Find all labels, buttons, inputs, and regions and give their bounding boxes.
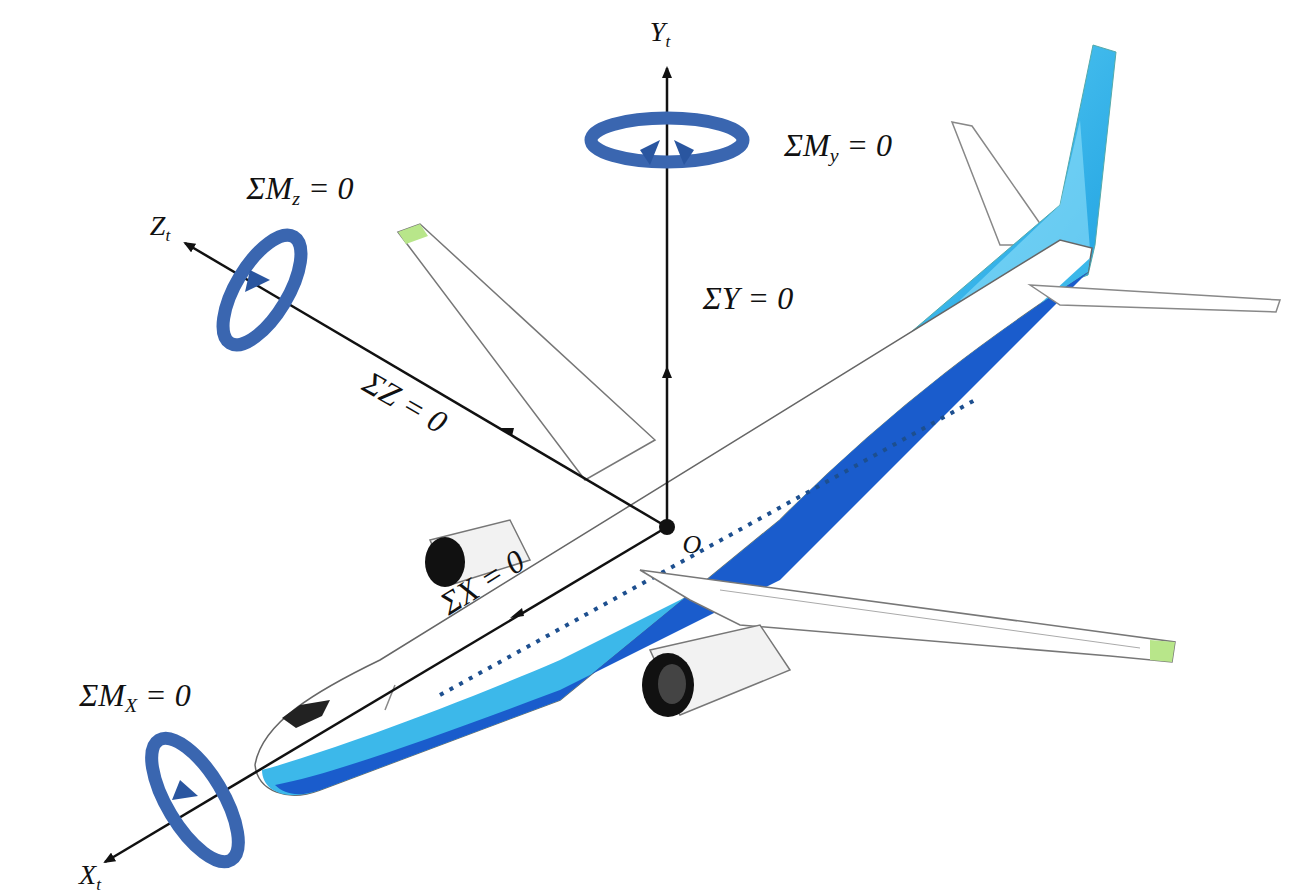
label-part: ΣM	[79, 677, 125, 713]
axis-label: ΣMy = 0	[784, 129, 892, 161]
axis-label: ΣY = 0	[703, 282, 793, 314]
label-part: X	[79, 859, 96, 890]
axis-label: ΣZ = 0	[358, 366, 452, 439]
axis-label: Yt	[650, 18, 670, 46]
axis-label: O	[683, 532, 702, 558]
label-part: = 0	[137, 677, 191, 713]
axis-label: Xt	[79, 861, 101, 889]
subscript: t	[96, 875, 101, 893]
subscript: y	[830, 144, 839, 166]
axis-label: ΣMz = 0	[247, 172, 354, 204]
label-part: Z	[150, 210, 166, 241]
label-part: = 0	[300, 170, 354, 206]
label-part: = 0	[838, 127, 892, 163]
subscript: t	[165, 226, 170, 245]
axis-label: Zt	[150, 212, 170, 240]
axis-label: ΣMX = 0	[79, 679, 190, 711]
label-part: ΣM	[247, 170, 293, 206]
label-part: ΣM	[784, 127, 830, 163]
subscript: X	[125, 694, 137, 716]
label-part: Y	[650, 16, 666, 47]
subscript: t	[665, 32, 670, 51]
subscript: z	[292, 187, 300, 209]
